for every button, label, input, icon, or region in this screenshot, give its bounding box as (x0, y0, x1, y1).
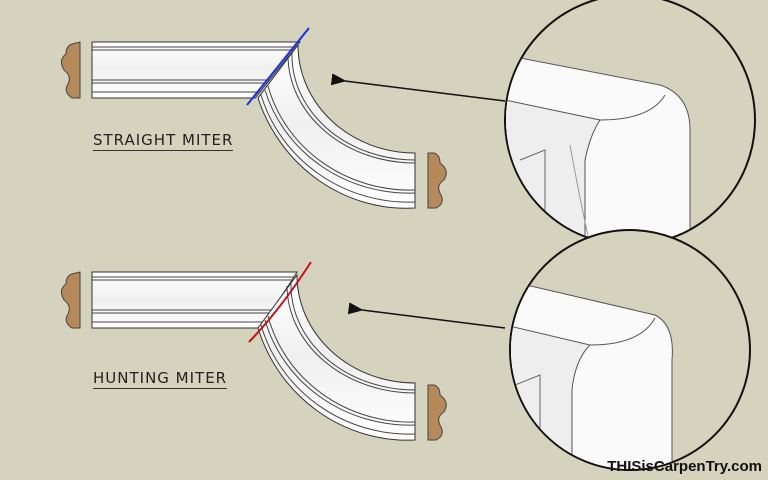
straight-miter-assembly (60, 0, 756, 246)
arrow (330, 73, 506, 102)
detail-magnifier (504, 0, 756, 246)
wood-profile-right (427, 384, 447, 441)
molding-grooves (92, 46, 296, 93)
hunting-miter-line (248, 261, 312, 343)
arrow (347, 302, 506, 329)
wood-profile-right (427, 152, 447, 209)
wood-profile-left (60, 41, 81, 99)
straight-molding (91, 41, 302, 99)
hunting-miter-label: HUNTING MITER (93, 369, 228, 389)
straight-miter-line (246, 27, 310, 106)
hunting-miter-assembly (60, 229, 751, 471)
detail-magnifier (509, 229, 751, 471)
curved-molding (257, 273, 416, 441)
wood-profile-left (60, 271, 81, 329)
straight-miter-label: STRAIGHT MITER (93, 131, 234, 151)
watermark: THISisCarpenTry.com (607, 458, 762, 475)
